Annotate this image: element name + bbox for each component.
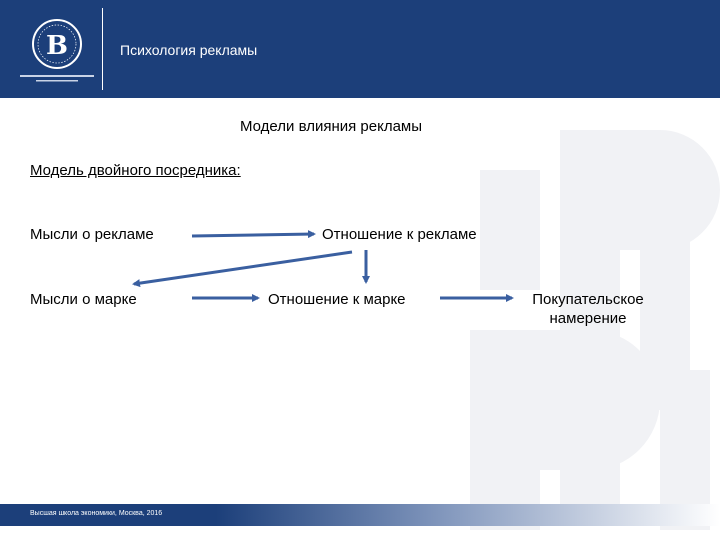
arrow-ad-thoughts-to-ad-attitude xyxy=(191,230,316,239)
header-divider xyxy=(102,8,103,90)
footer-text: Высшая школа экономики, Москва, 2016 xyxy=(30,510,163,517)
node-ad-attitude: Отношение к рекламе xyxy=(322,226,477,243)
header-title: Психология рекламы xyxy=(120,42,258,58)
header-bar: В Психология рекламы xyxy=(0,0,720,98)
svg-text:В: В xyxy=(46,31,68,61)
footer-bar xyxy=(0,504,720,526)
node-purchase-intent-line2: намерение xyxy=(549,310,627,327)
watermark-pattern xyxy=(470,130,720,530)
node-purchase-intent: Покупательское намерение xyxy=(520,290,656,328)
hse-logo-icon: В xyxy=(20,19,94,82)
model-label: Модель двойного посредника: xyxy=(30,162,241,179)
node-purchase-intent-line1: Покупательское xyxy=(532,291,644,308)
slide-title: Модели влияния рекламы xyxy=(240,118,423,135)
node-brand-thoughts: Мысли о марке xyxy=(30,291,137,308)
node-ad-thoughts: Мысли о рекламе xyxy=(30,226,154,243)
node-brand-attitude: Отношение к марке xyxy=(268,291,406,308)
arrow-ad-attitude-to-brand-thoughts xyxy=(132,250,353,288)
